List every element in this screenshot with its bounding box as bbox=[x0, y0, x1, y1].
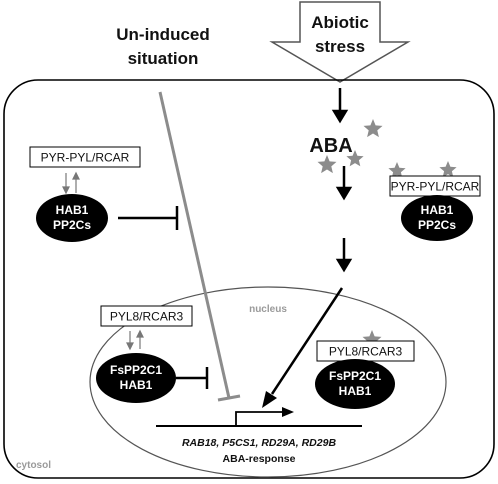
target-genes-label: RAB18, P5CS1, RD29A, RD29B bbox=[182, 437, 336, 449]
abiotic-title-line1: Abiotic bbox=[311, 13, 369, 32]
left-phosphatase-cytosol-line1: HAB1 bbox=[56, 203, 89, 217]
right-receptor-cytosol-label: PYR-PYL/RCAR bbox=[391, 180, 480, 194]
nucleus-label: nucleus bbox=[249, 304, 287, 315]
left-receptor-cytosol-box bbox=[29, 146, 141, 168]
left-phosphatase-nucleus-line1: FsPP2C1 bbox=[110, 363, 162, 377]
right-phosphatase-nucleus-line2: HAB1 bbox=[339, 384, 372, 398]
left-nucleus-exchange-arrows bbox=[126, 329, 144, 351]
right-receptor-nucleus-label: PYL8/RCAR3 bbox=[329, 345, 403, 359]
nucleus-boundary bbox=[89, 286, 447, 478]
aba-star-icon bbox=[346, 150, 364, 167]
left-receptor-cytosol-label: PYR-PYL/RCAR bbox=[41, 151, 130, 165]
right-phosphatase-nucleus-oval bbox=[315, 359, 395, 409]
right-phosphatase-cytosol-oval bbox=[401, 195, 473, 241]
gray-inhibition-bar bbox=[217, 394, 241, 402]
transcription-start-arrowhead bbox=[282, 407, 294, 417]
right-phosphatase-cytosol-line1: HAB1 bbox=[421, 203, 454, 217]
left-phosphatase-nucleus-line2: HAB1 bbox=[120, 378, 153, 392]
aba-star-icon bbox=[439, 161, 457, 178]
right-phosphatase-nucleus-line1: FsPP2C1 bbox=[329, 369, 381, 383]
activation-arrow-line bbox=[270, 287, 344, 395]
left-phosphatase-cytosol-oval bbox=[36, 194, 108, 242]
aba-star-icon bbox=[363, 119, 383, 138]
abiotic-stress-arrow bbox=[269, 1, 411, 83]
left-phosphatase-cytosol-line2: PP2Cs bbox=[53, 218, 91, 232]
gray-inhibition-line bbox=[158, 91, 231, 399]
left-phosphatase-nucleus-oval bbox=[96, 353, 176, 403]
abiotic-title-line2: stress bbox=[315, 37, 365, 56]
aba-label: ABA bbox=[309, 135, 352, 157]
uninduced-title-line1: Un-induced bbox=[116, 25, 210, 44]
activation-arrowhead bbox=[262, 391, 277, 408]
cell-boundary bbox=[3, 79, 495, 479]
right-arrows bbox=[331, 88, 353, 273]
left-receptor-nucleus-box bbox=[100, 305, 193, 327]
uninduced-title-line2: situation bbox=[128, 49, 199, 68]
aba-response-label: ABA-response bbox=[223, 453, 296, 465]
left-cytosol-exchange-arrows bbox=[62, 171, 80, 195]
transcription-start-arrow bbox=[235, 411, 282, 426]
right-phosphatase-cytosol-line2: PP2Cs bbox=[418, 218, 456, 232]
aba-star-icon bbox=[388, 162, 406, 179]
aba-star-icon bbox=[317, 155, 337, 174]
left-receptor-nucleus-label: PYL8/RCAR3 bbox=[110, 310, 184, 324]
cytosol-label: cytosol bbox=[16, 460, 51, 471]
